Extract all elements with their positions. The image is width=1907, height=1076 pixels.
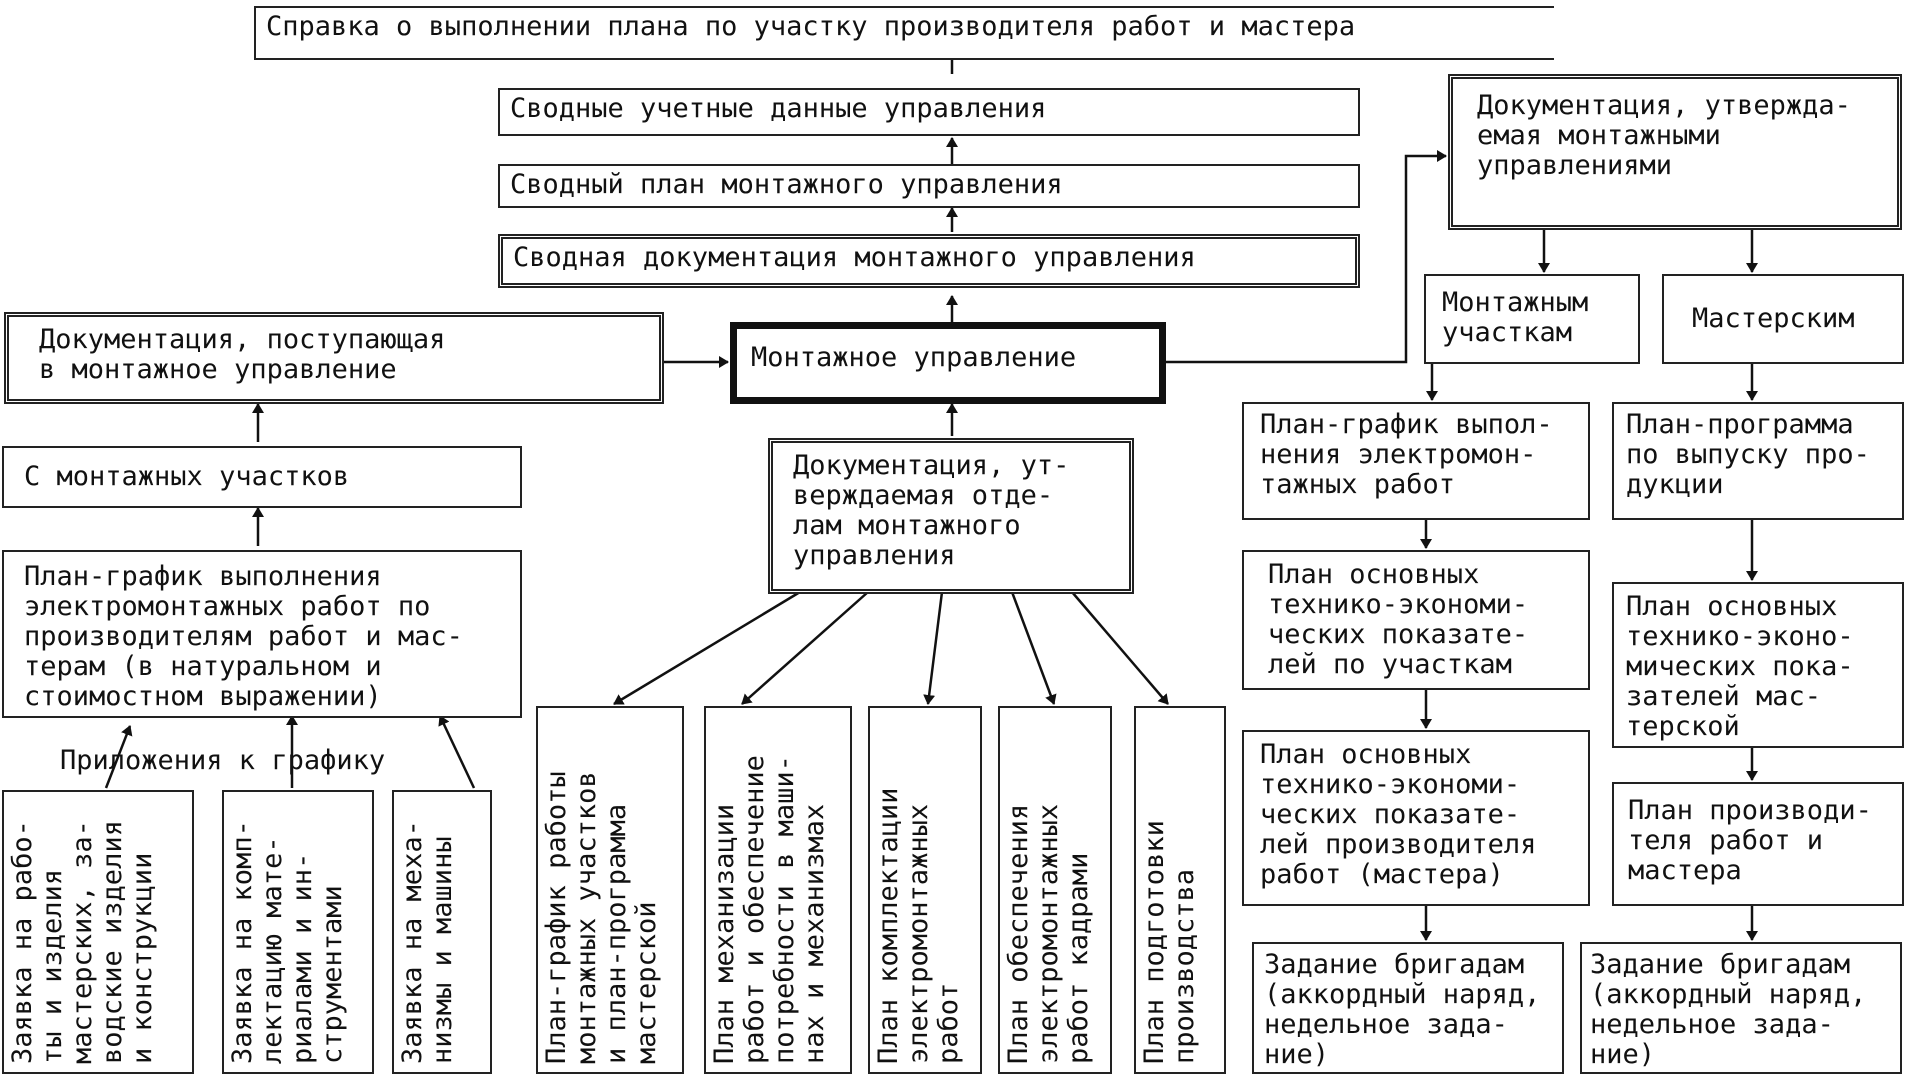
request-works-box: Заявка на рабо- ты и изделия мастерских,… [2, 790, 194, 1074]
arrow-dept-to-plan-2 [741, 591, 869, 705]
to-sections-box: Монтажным участкам [1424, 274, 1640, 364]
arrow-dept-to-plan-3 [923, 591, 944, 705]
central-box: Монтажное управление [730, 322, 1166, 404]
dept-plan-2-box: План механизации работ и обеспечение пот… [704, 706, 852, 1074]
from-sections-box: С монтажных участков [2, 446, 522, 508]
dept-docs-box: Документация, ут- верждаемая отде- лам м… [768, 438, 1134, 594]
sec-task-box: Задание бригадам (аккордный наряд, недел… [1252, 942, 1564, 1074]
request-materials-box: Заявка на комп- лектацию мате- риалами и… [222, 790, 374, 1074]
sec-indicators-box: План основных технико-экономи- ческих по… [1242, 550, 1590, 690]
summary-data-box: Сводные учетные данные управления [498, 88, 1360, 136]
dept-plan-5-box: План подготовки производства [1134, 706, 1226, 1074]
dept-plan-4-box: План обеспечения электромонтажных работ … [998, 706, 1112, 1074]
arrow-req-machines-to-schedule [438, 715, 476, 789]
dept-plan-3-box: План комплектации электромонтажных работ [868, 706, 982, 1074]
arrow-dept-to-plan-4 [1010, 591, 1057, 705]
incoming-docs-box: Документация, поступающая в монтажное уп… [4, 312, 664, 404]
dept-plan-1-box: План-график работы монтажных участков и … [536, 706, 684, 1074]
attachments-label: Приложения к графику [60, 745, 386, 776]
request-machines-box: Заявка на меха- низмы и машины [392, 790, 492, 1074]
arrow-dept-to-plan-5 [1071, 591, 1169, 705]
ws-task-box: Задание бригадам (аккордный наряд, недел… [1580, 942, 1902, 1074]
to-workshops-box: Мастерским [1662, 274, 1904, 364]
sec-foreman-indicators-box: План основных технико-экономи- ческих по… [1242, 730, 1590, 906]
title-box: Справка о выполнении плана по участку пр… [254, 6, 1554, 60]
arrow-dept-to-plan-1 [613, 590, 801, 706]
ws-indicators-box: План основных технико-эконо- мических по… [1612, 582, 1904, 748]
arrow-central-to-approved [1164, 150, 1447, 364]
sec-schedule-box: План-график выпол- нения электромон- таж… [1242, 402, 1590, 520]
ws-program-box: План-программа по выпуску про- дукции [1612, 402, 1904, 520]
summary-docs-box: Сводная документация монтажного управлен… [498, 234, 1360, 288]
schedule-left-box: План-график выполнения электромонтажных … [2, 550, 522, 718]
ws-foreman-plan-box: План производи- теля работ и мастера [1612, 782, 1904, 906]
summary-plan-box: Сводный план монтажного управления [498, 164, 1360, 208]
arrow-req-works-to-schedule [104, 725, 133, 789]
approved-docs-box: Документация, утвержда- емая монтажными … [1448, 74, 1902, 230]
